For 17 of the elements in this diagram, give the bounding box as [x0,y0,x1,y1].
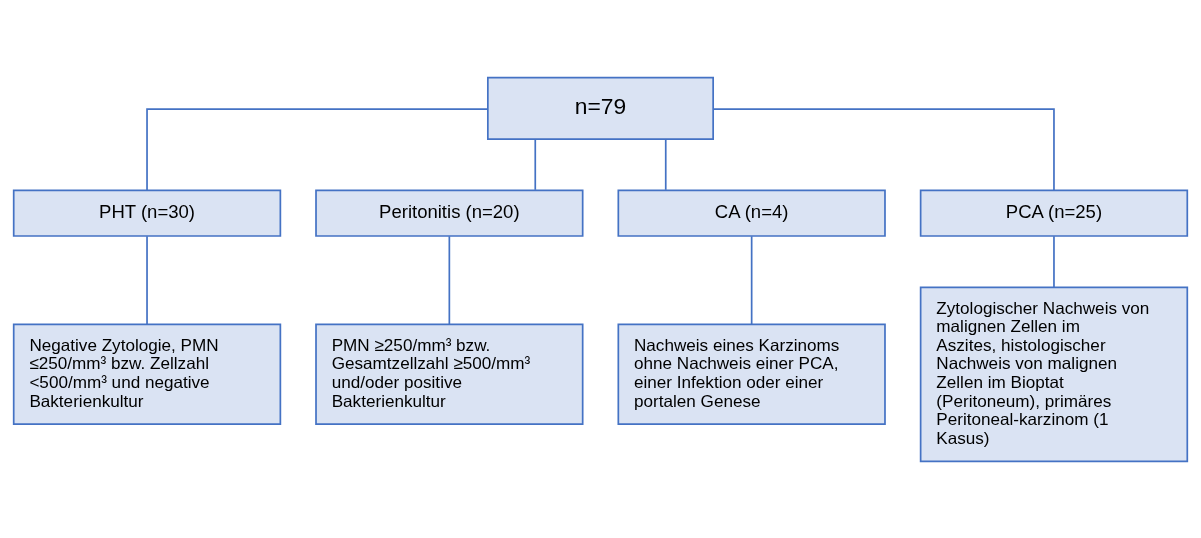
connector [664,137,667,191]
connector [534,137,537,191]
node-box: CA (n=4) [617,189,886,237]
connector [146,234,148,325]
node-box: Negative Zytologie, PMN ≤250/mm³ bzw. Zellzahl <500/mm³ und negative Bakterienkultur [12,323,282,425]
node-box: Nachweis eines Karzinoms ohne Nachweis einer PCA, einer Infektion oder einer portalen Genese [617,323,886,425]
node-box: n=79 [487,76,714,140]
connector [750,234,753,325]
connector [448,234,451,325]
node-box: Peritonitis (n=20) [315,189,584,237]
node-box: Zytologischer Nachweis von malignen Zellen im Aszites, histologischer Nachweis von malignen Zellen im Bioptat (Peritoneum), primäres Peritoneal-karzinom (1 Kasus) [919,285,1189,462]
node-box: PHT (n=30) [12,189,282,237]
node-box: PMN ≥250/mm³ bzw. Gesamtzellzahl ≥500/mm³ und/oder positive Bakterienkultur [315,323,584,425]
connector [712,107,1055,191]
connector [1053,234,1055,288]
node-box: PCA (n=25) [919,189,1189,237]
connector [146,107,489,191]
